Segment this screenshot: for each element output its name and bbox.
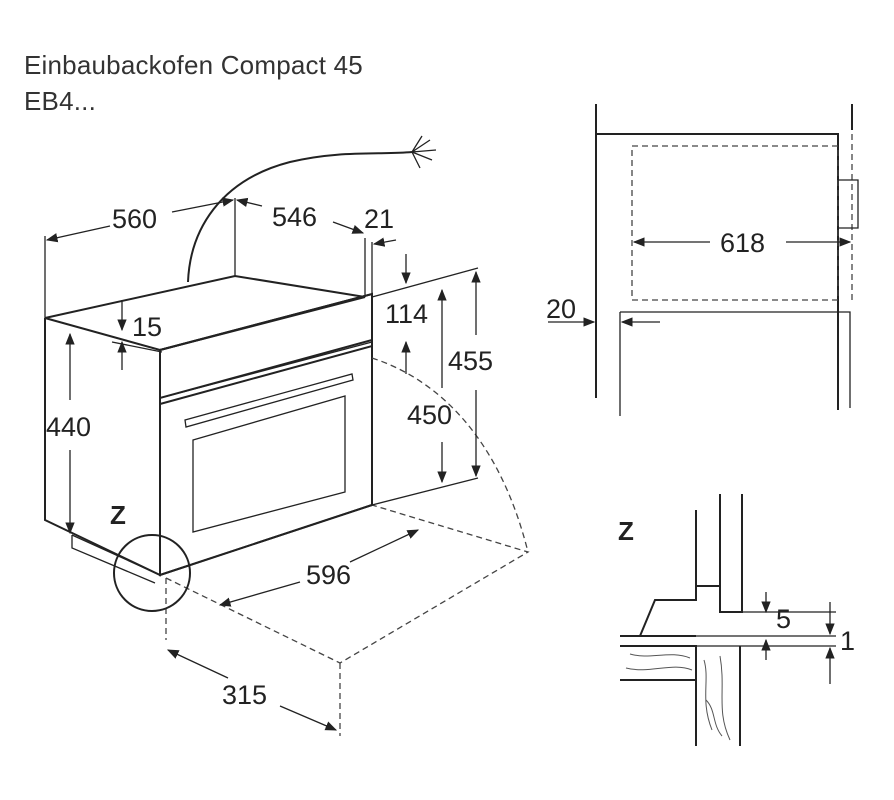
oven-front-frame — [159, 292, 373, 576]
oven-base — [71, 534, 161, 584]
ext-line — [111, 341, 163, 353]
ext-line — [371, 477, 479, 506]
oven-niche-dashed — [631, 134, 853, 301]
dim-546: 546 — [272, 202, 317, 232]
oven-window — [192, 395, 346, 533]
dim-1: 1 — [840, 626, 855, 656]
dim-line-21 — [372, 237, 397, 247]
dim-15: 15 — [132, 312, 162, 342]
dim-596: 596 — [306, 560, 351, 590]
oven-isometric-view: 560 546 21 114 15 455 450 440 596 315 Z — [44, 135, 530, 736]
dim-5: 5 — [776, 604, 791, 634]
detail-z-title: Z — [618, 516, 634, 546]
dim-line-596 — [349, 529, 420, 563]
dim-618: 618 — [720, 228, 765, 258]
dim-114: 114 — [385, 299, 428, 329]
dim-line-596 — [218, 581, 301, 607]
dim-20: 20 — [546, 294, 576, 324]
cable-end — [411, 135, 437, 169]
dim-line-546 — [332, 221, 365, 234]
oven-control-panel — [159, 292, 373, 400]
dim-560: 560 — [112, 204, 157, 234]
dim-440: 440 — [46, 412, 91, 442]
dim-line-546 — [235, 197, 263, 208]
side-bracket — [838, 179, 859, 229]
door-open-edge — [165, 578, 341, 736]
oven-frame-profile — [695, 494, 743, 613]
oven-handle — [184, 373, 354, 428]
dim-line-315 — [166, 649, 229, 679]
door-swing-floor — [165, 504, 530, 664]
detail-z-label: Z — [110, 500, 126, 530]
diagram-title-line1: Einbaubackofen Compact 45 — [24, 50, 363, 80]
detail-z-view: Z 5 1 — [618, 494, 855, 746]
cabinet-inner — [619, 311, 851, 416]
wood-grain — [625, 653, 731, 741]
oven-door — [159, 344, 373, 577]
detail-z-circle — [113, 534, 191, 612]
dim-line-560 — [45, 225, 111, 243]
oven-panel-edge — [159, 341, 373, 399]
dim-line-560 — [171, 197, 235, 213]
dim-450: 450 — [407, 400, 452, 430]
oven-bottom-lip — [620, 586, 697, 637]
dim-line-315 — [279, 705, 338, 731]
dim-21: 21 — [364, 204, 394, 234]
diagram-title-line2: EB4... — [24, 86, 97, 116]
dim-455: 455 — [448, 346, 493, 376]
ext-line — [371, 267, 479, 298]
power-cable — [187, 151, 413, 283]
door-swing-arc — [371, 357, 529, 553]
top-view: 618 20 — [546, 104, 859, 416]
dim-315: 315 — [222, 680, 267, 710]
